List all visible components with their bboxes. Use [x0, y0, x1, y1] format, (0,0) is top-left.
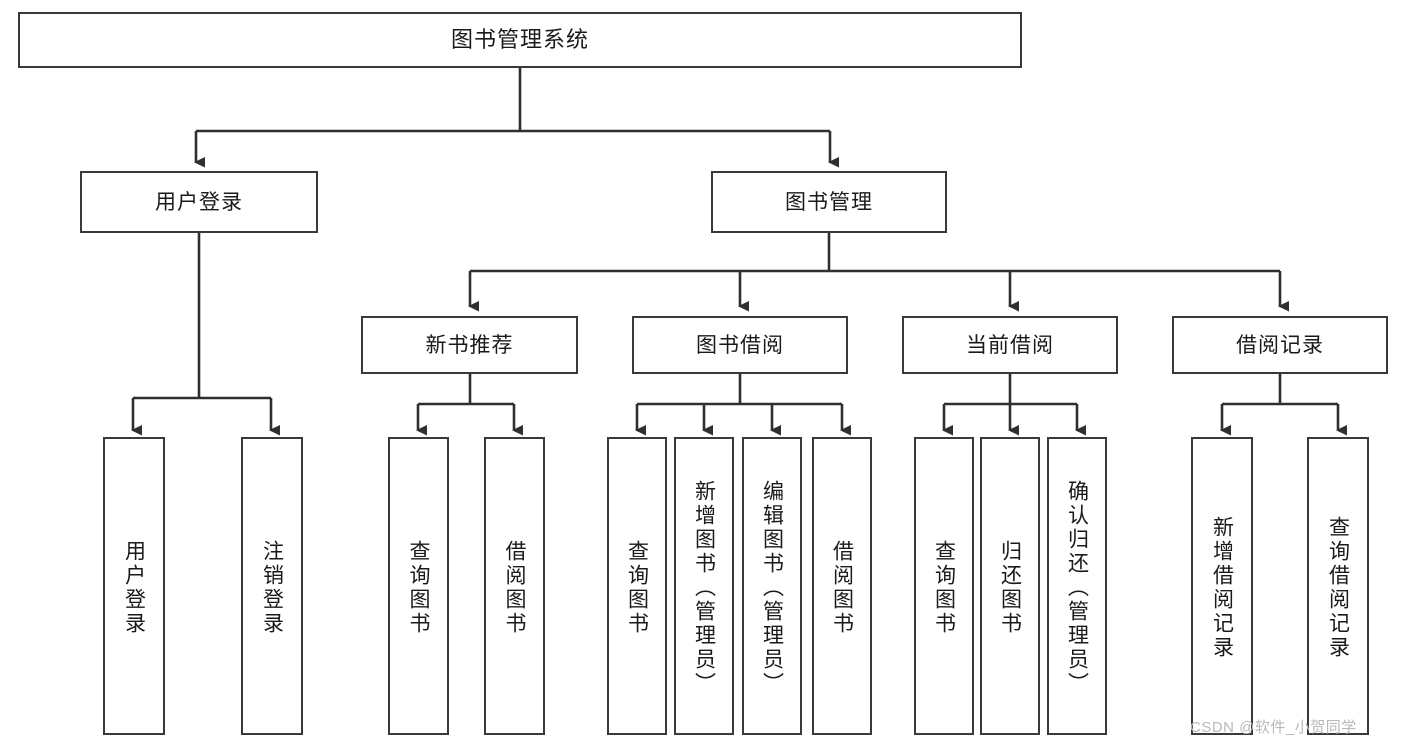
node-book-borrow[interactable]: 图书借阅 — [632, 316, 848, 374]
node-book-manage[interactable]: 图书管理 — [711, 171, 947, 233]
node-label: 查询图书 — [932, 540, 956, 636]
leaf-add-borrow-record[interactable]: 新增借阅记录 — [1191, 437, 1253, 735]
leaf-confirm-return[interactable]: 确认归还（管理员） — [1047, 437, 1107, 735]
node-label: 归还图书 — [998, 540, 1022, 636]
leaf-return-book[interactable]: 归还图书 — [980, 437, 1040, 735]
node-label: 确认归还（管理员） — [1065, 480, 1089, 696]
node-label: 查询图书 — [407, 540, 430, 636]
node-label: 当前借阅 — [966, 333, 1054, 357]
node-new-book-recommend[interactable]: 新书推荐 — [361, 316, 578, 374]
leaf-user-login[interactable]: 用户登录 — [103, 437, 165, 735]
leaf-borrow-book[interactable]: 借阅图书 — [812, 437, 872, 735]
node-label: 图书借阅 — [696, 333, 784, 357]
node-label: 查询借阅记录 — [1326, 516, 1350, 660]
node-borrow-record[interactable]: 借阅记录 — [1172, 316, 1388, 374]
leaf-query-book-current[interactable]: 查询图书 — [914, 437, 974, 735]
node-label: 新增图书（管理员） — [692, 480, 716, 696]
leaf-borrow-book-recommend[interactable]: 借阅图书 — [484, 437, 545, 735]
node-label: 借阅图书 — [503, 540, 526, 636]
node-label: 借阅图书 — [830, 540, 854, 636]
node-label: 用户登录 — [122, 540, 146, 636]
node-label: 借阅记录 — [1236, 333, 1324, 357]
leaf-user-logout[interactable]: 注销登录 — [241, 437, 303, 735]
leaf-query-book-borrow[interactable]: 查询图书 — [607, 437, 667, 735]
leaf-query-borrow-record[interactable]: 查询借阅记录 — [1307, 437, 1369, 735]
node-label: 图书管理系统 — [450, 27, 589, 52]
node-label: 新书推荐 — [425, 333, 514, 357]
node-label: 查询图书 — [625, 540, 649, 636]
node-label: 注销登录 — [260, 540, 284, 636]
node-user-login[interactable]: 用户登录 — [80, 171, 318, 233]
node-current-borrow[interactable]: 当前借阅 — [902, 316, 1118, 374]
node-label: 图书管理 — [785, 190, 873, 214]
leaf-query-book-recommend[interactable]: 查询图书 — [388, 437, 449, 735]
leaf-edit-book[interactable]: 编辑图书（管理员） — [742, 437, 802, 735]
node-label: 编辑图书（管理员） — [760, 480, 784, 696]
csdn-watermark: CSDN @软件_小贺同学 — [1190, 719, 1357, 736]
node-label: 新增借阅记录 — [1210, 516, 1234, 660]
node-label: 用户登录 — [155, 190, 243, 214]
node-root-system[interactable]: 图书管理系统 — [18, 12, 1022, 68]
leaf-add-book[interactable]: 新增图书（管理员） — [674, 437, 734, 735]
